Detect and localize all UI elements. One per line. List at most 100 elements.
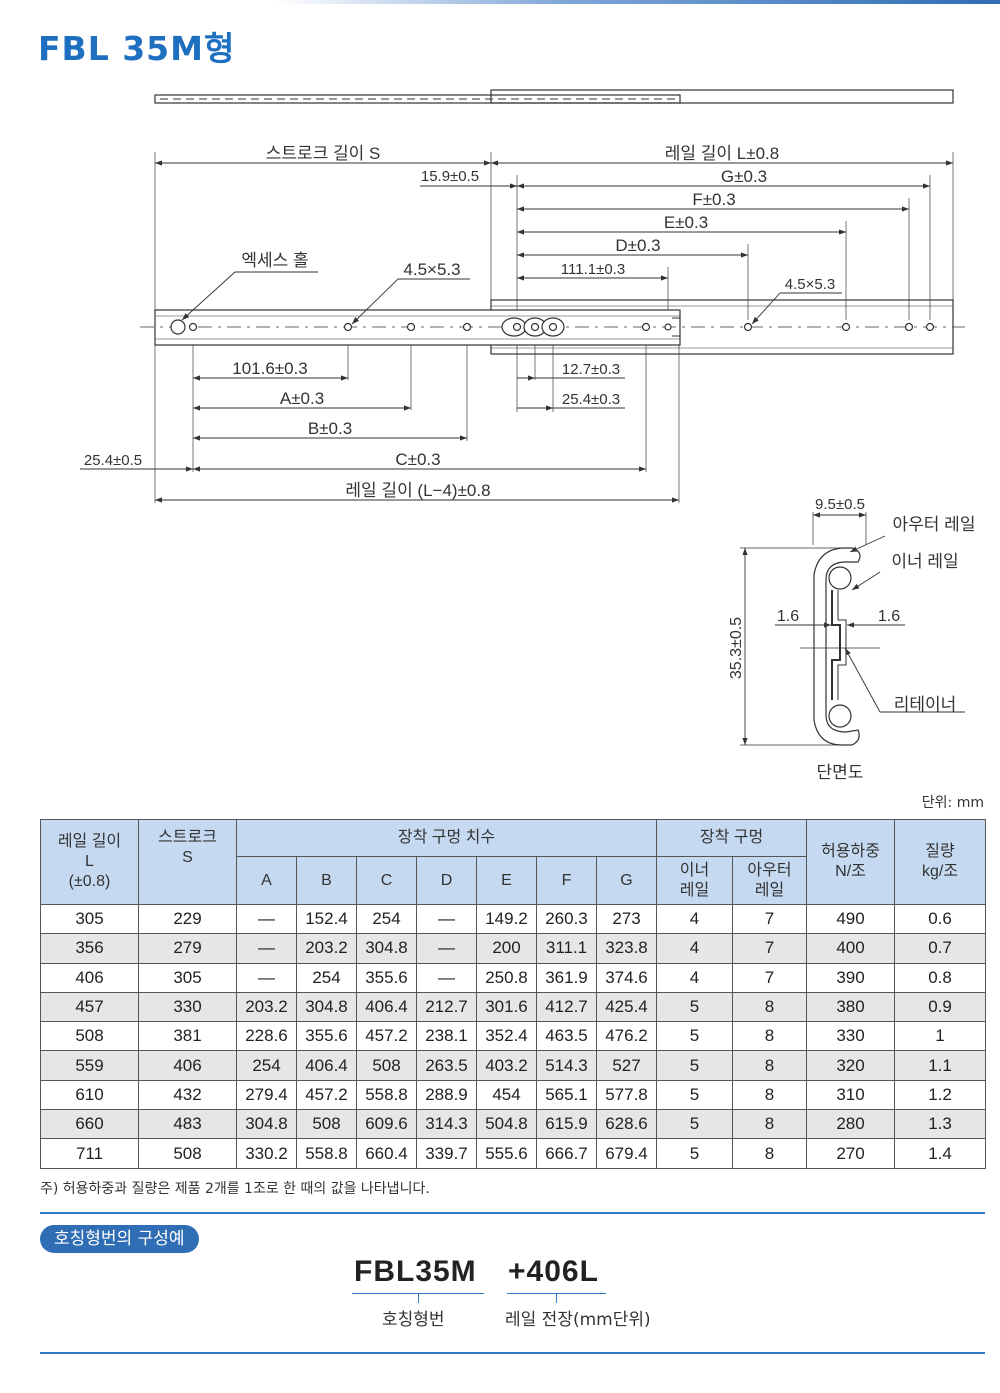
table-cell: 270 [806, 1138, 896, 1169]
table-cell: 412.7 [536, 991, 597, 1023]
table-cell: 305 [138, 962, 237, 993]
table-cell: 1.4 [894, 1138, 987, 1169]
dim-b-label: B±0.3 [308, 419, 352, 438]
table-cell: 425.4 [596, 991, 657, 1023]
table-cell: 565.1 [536, 1079, 597, 1111]
table-cell: 260.3 [536, 903, 597, 935]
table-cell: 457.2 [356, 1021, 417, 1052]
header-load-line1: 허용하중 [821, 843, 880, 860]
table-cell: 660 [40, 1109, 139, 1140]
table-cell: 330 [806, 1021, 896, 1052]
table-cell: 558.8 [356, 1079, 417, 1111]
header-mass-line2: kg/조 [921, 863, 959, 880]
table-cell: — [416, 962, 477, 993]
table-cell: 406.4 [296, 1050, 357, 1081]
table-cell: 339.7 [416, 1138, 477, 1169]
part-suffix: +406L [508, 1255, 599, 1288]
table-cell: — [236, 933, 297, 964]
header-mass-line1: 질량 [925, 843, 955, 860]
retainer-label: 리테이너 [894, 695, 957, 714]
table-cell: 352.4 [476, 1021, 537, 1052]
table-cell: 463.5 [536, 1021, 597, 1052]
dim-1-6-right-label: 1.6 [878, 608, 900, 625]
table-cell: 203.2 [236, 991, 297, 1023]
table-cell: 4 [656, 962, 733, 993]
table-cell: 254 [296, 962, 357, 993]
table-cell: 0.7 [894, 933, 987, 964]
header-outer-line1: 아우터 [747, 861, 792, 879]
part-suffix-tick [556, 1293, 557, 1303]
front-view [140, 299, 965, 355]
table-cell: 0.9 [894, 991, 987, 1023]
table-cell: 5 [656, 991, 733, 1023]
table-cell: 254 [356, 903, 417, 935]
header-rail-length-line3: (±0.8) [68, 873, 111, 890]
table-cell: 279.4 [236, 1079, 297, 1111]
table-cell: 314.3 [416, 1109, 477, 1140]
cross-section [740, 512, 880, 746]
table-cell: 7 [731, 903, 808, 935]
table-cell: 374.6 [596, 962, 657, 993]
table-cell: 454 [476, 1079, 537, 1111]
dim-f-label: F±0.3 [692, 190, 735, 209]
table-cell: 610 [40, 1079, 139, 1111]
header-col-c: C [356, 856, 417, 905]
table-cell: 628.6 [596, 1109, 657, 1140]
table-cell: 615.9 [536, 1109, 597, 1140]
table-cell: 508 [40, 1021, 139, 1052]
table-cell: 508 [138, 1138, 237, 1169]
header-inner-rail: 이너 레일 [656, 856, 733, 905]
table-cell: 5 [656, 1021, 733, 1052]
stroke-length-label: 스트로크 길이 S [266, 144, 381, 163]
table-cell: 355.6 [356, 962, 417, 993]
header-col-d: D [416, 856, 477, 905]
table-cell: 679.4 [596, 1138, 657, 1169]
header-col-a: A [236, 856, 297, 905]
header-col-e: E [476, 856, 537, 905]
table-cell: 508 [296, 1109, 357, 1140]
table-cell: 8 [731, 1079, 808, 1111]
table-cell: 0.8 [894, 962, 987, 993]
table-note: 주) 허용하중과 질량은 제품 2개를 1조로 한 때의 값을 나타냅니다. [40, 1181, 430, 1197]
table-cell: 457.2 [296, 1079, 357, 1111]
hole-size-left-label: 4.5×5.3 [403, 260, 460, 279]
dim-101-6-label: 101.6±0.3 [232, 359, 308, 378]
table-cell: 323.8 [596, 933, 657, 964]
table-cell: 5 [656, 1109, 733, 1140]
table-cell: 330 [138, 991, 237, 1023]
table-cell: 555.6 [476, 1138, 537, 1169]
header-mount-holes: 장착 구멍 [655, 819, 808, 857]
table-cell: 8 [731, 1138, 808, 1169]
table-cell: 1.2 [894, 1079, 987, 1111]
part-code-label: 호칭형번 [382, 1310, 445, 1330]
header-rail-length-line2: L [85, 853, 94, 870]
dim-12-7-label: 12.7±0.3 [562, 361, 620, 378]
part-suffix-label: 레일 전장(mm단위) [505, 1310, 651, 1330]
table-cell: 212.7 [416, 991, 477, 1023]
header-mass: 질량 kg/조 [894, 819, 987, 905]
part-code: FBL35M [354, 1255, 477, 1288]
header-outer-rail: 아우터 레일 [731, 856, 808, 905]
header-col-f: F [536, 856, 597, 905]
dim-e-label: E±0.3 [664, 213, 708, 232]
table-cell: 320 [806, 1050, 896, 1081]
table-cell: 304.8 [236, 1109, 297, 1140]
table-cell: 711 [40, 1138, 139, 1169]
table-cell: 666.7 [536, 1138, 597, 1169]
table-cell: 361.9 [536, 962, 597, 993]
table-cell: 8 [731, 1050, 808, 1081]
table-cell: 304.8 [356, 933, 417, 964]
header-stroke: 스트로크 S [138, 819, 237, 905]
part-number-section-badge: 호칭형번의 구성예 [40, 1225, 199, 1253]
header-stroke-line2: S [182, 849, 193, 866]
table-cell: 527 [596, 1050, 657, 1081]
unit-label: 단위: mm [921, 795, 984, 811]
table-cell: 263.5 [416, 1050, 477, 1081]
dim-35-3-label: 35.3±0.5 [728, 617, 745, 679]
header-rail-length-line1: 레일 길이 [57, 833, 122, 850]
table-cell: 403.2 [476, 1050, 537, 1081]
